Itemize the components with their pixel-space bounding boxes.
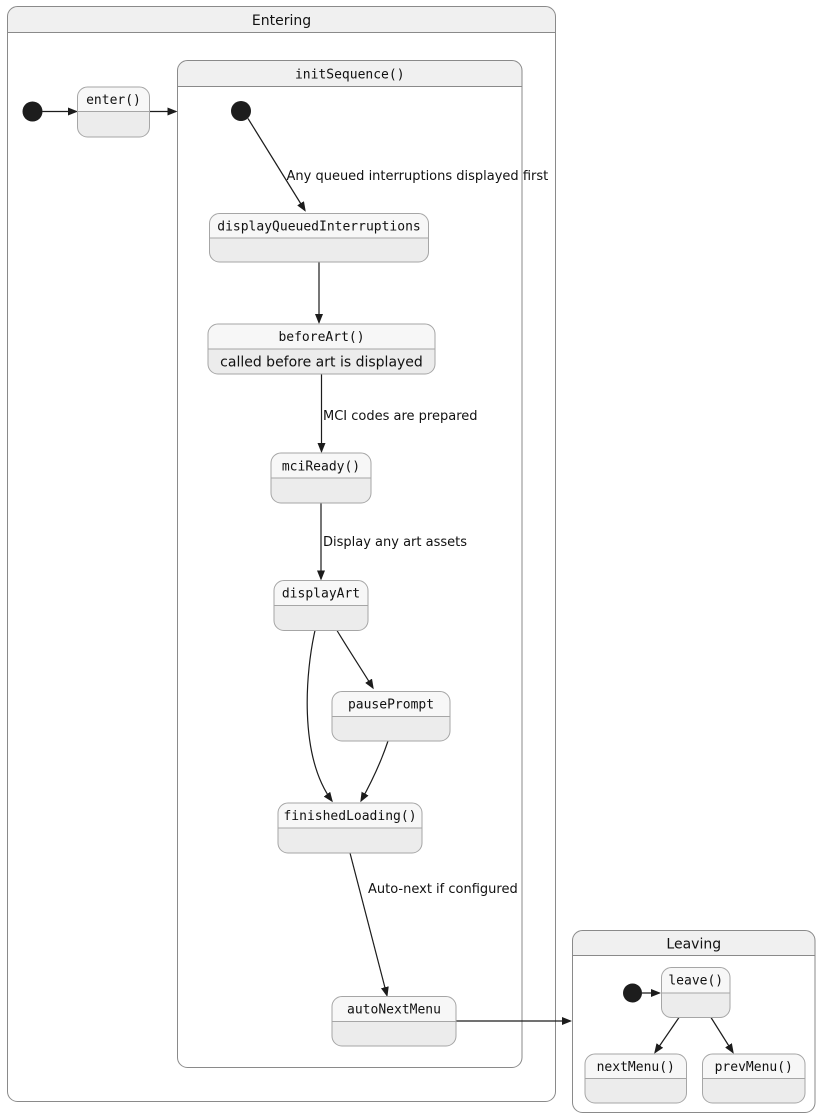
- initial-state-icon-leaving: [623, 983, 642, 1003]
- transition-label-queued-interruptions: Any queued interruptions displayed first: [287, 169, 549, 184]
- leaving-frame: [572, 930, 816, 1113]
- state-leave: leave(): [661, 967, 731, 1018]
- state-enter-label: enter(): [86, 93, 141, 108]
- initial-state-icon-entering: [22, 101, 43, 122]
- state-display-art-header: [274, 580, 368, 606]
- state-before-art: beforeArt() called before art is display…: [207, 323, 436, 375]
- entering-title: Entering: [252, 13, 311, 29]
- init-sequence-header: [177, 60, 522, 87]
- init-sequence-body: [177, 60, 522, 1068]
- init-sequence-title: initSequence(): [295, 68, 405, 83]
- transition-display-art-to-pause-prompt: [336, 630, 374, 690]
- state-prev-menu-label: prevMenu(): [715, 1060, 793, 1075]
- state-finished-loading-label: finishedLoading(): [283, 809, 416, 824]
- composite-state-init-sequence: initSequence(): [177, 60, 523, 1068]
- state-display-queued-label: displayQueuedInterruptions: [217, 220, 421, 235]
- state-prev-menu: prevMenu(): [702, 1053, 806, 1104]
- state-finished-loading: finishedLoading(): [277, 802, 423, 854]
- state-mci-ready-header: [271, 453, 371, 478]
- state-pause-prompt-label: pausePrompt: [348, 698, 434, 713]
- transition-leave-to-next-menu: [654, 1017, 680, 1054]
- state-finished-loading-header: [278, 803, 422, 828]
- state-next-menu: nextMenu(): [584, 1053, 687, 1104]
- transition-label-auto-next: Auto-next if configured: [368, 882, 518, 897]
- state-display-queued-interruptions: displayQueuedInterruptions: [209, 213, 429, 263]
- initial-state-icon-init-sequence: [231, 101, 251, 121]
- transition-leave-to-prev-menu: [710, 1017, 734, 1054]
- state-display-queued-header: [209, 213, 429, 238]
- state-before-art-description: called before art is displayed: [220, 355, 423, 371]
- state-before-art-header: [208, 324, 435, 349]
- transition-start-to-display-queued: [247, 118, 306, 212]
- state-auto-next-menu: autoNextMenu: [331, 996, 457, 1047]
- entering-header: [7, 6, 556, 33]
- state-leave-header: [661, 967, 730, 993]
- state-enter: enter(): [77, 86, 150, 138]
- state-mci-ready: mciReady(): [270, 452, 372, 504]
- state-auto-next-menu-header: [332, 996, 456, 1022]
- state-next-menu-label: nextMenu(): [597, 1060, 675, 1075]
- state-pause-prompt: pausePrompt: [331, 691, 451, 742]
- state-pause-prompt-header: [332, 691, 450, 717]
- transition-display-art-to-finished-loading: [306, 630, 333, 803]
- transition-finished-loading-to-auto-next: [349, 852, 389, 997]
- state-prev-menu-header: [702, 1054, 805, 1079]
- state-enter-header: [77, 87, 150, 112]
- state-auto-next-menu-label: autoNextMenu: [347, 1003, 441, 1018]
- transition-label-mci-codes: MCI codes are prepared: [323, 409, 478, 424]
- state-next-menu-header: [585, 1054, 687, 1079]
- transition-label-display-art-assets: Display any art assets: [323, 535, 467, 550]
- state-display-art-label: displayArt: [282, 587, 360, 602]
- transition-pause-prompt-to-finished-loading: [360, 740, 389, 803]
- leaving-header: [572, 930, 815, 956]
- state-mci-ready-label: mciReady(): [282, 460, 360, 475]
- state-before-art-label: beforeArt(): [278, 330, 364, 345]
- init-sequence-frame: [177, 60, 523, 1068]
- entering-frame: [7, 6, 556, 1102]
- state-leave-label: leave(): [668, 974, 723, 989]
- leaving-title: Leaving: [666, 937, 721, 953]
- state-display-art: displayArt: [273, 580, 369, 631]
